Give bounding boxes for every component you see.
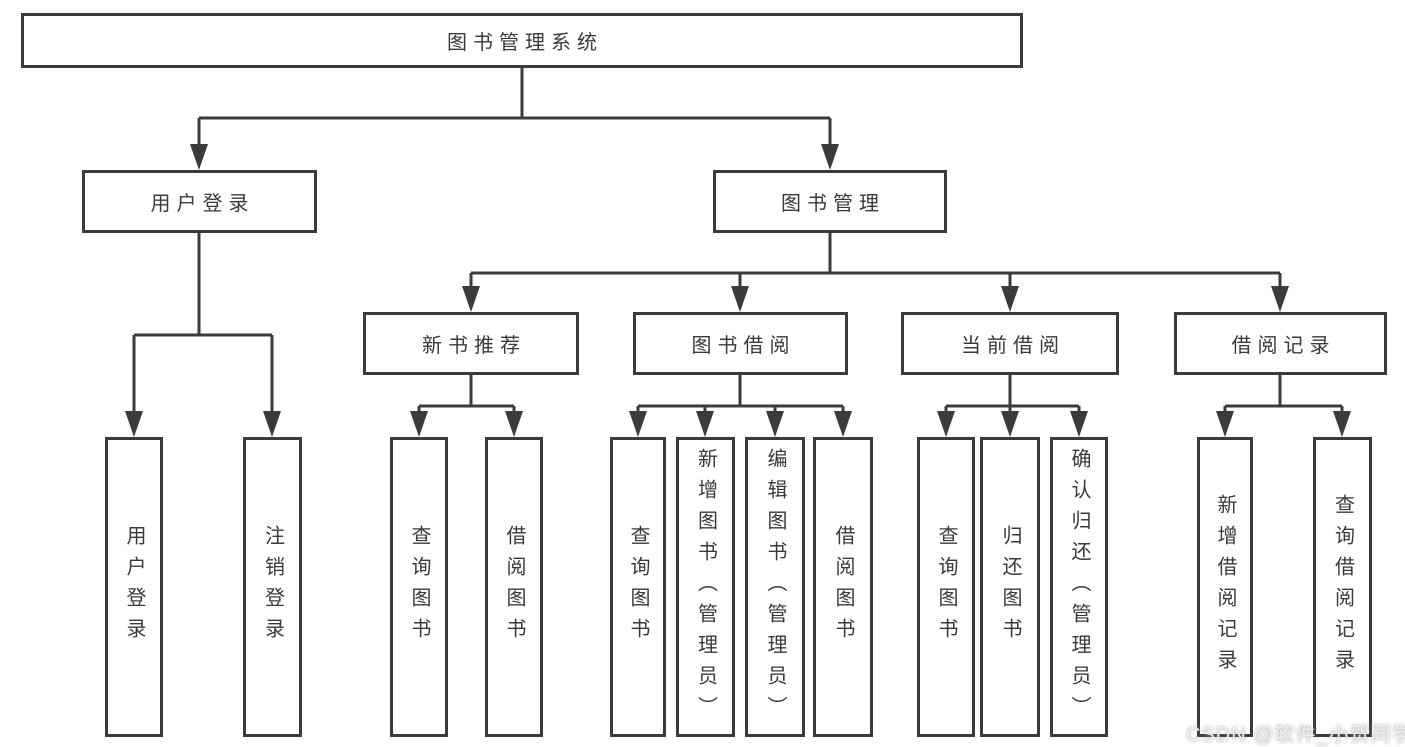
edge-book-mgmt-to-children [462, 233, 1289, 312]
node-leaf-edit-book-admin-label: 编辑图书（管理员） [764, 447, 786, 727]
node-leaf-query-books-2: 查询图书 [610, 437, 666, 737]
node-leaf-query-books-1-label: 查询图书 [408, 525, 430, 649]
node-leaf-borrow-books-1: 借阅图书 [485, 437, 543, 737]
node-leaf-add-borrow-record-label: 新增借阅记录 [1214, 494, 1236, 680]
node-current-borrow: 当前借阅 [901, 312, 1119, 375]
node-leaf-borrow-books-1-label: 借阅图书 [503, 525, 525, 649]
node-borrow-records-label: 借阅记录 [1231, 335, 1336, 357]
node-new-book-recommend-label: 新书推荐 [422, 335, 526, 357]
node-user-login-label: 用户登录 [150, 193, 255, 215]
node-leaf-user-login-label: 用户登录 [123, 525, 145, 649]
node-leaf-query-books-3-label: 查询图书 [935, 525, 957, 649]
edge-user-login-to-children [125, 233, 281, 437]
edge-current-borrow-to-children [937, 375, 1088, 437]
node-leaf-query-books-2-label: 查询图书 [627, 525, 649, 649]
node-root-label: 图书管理系统 [447, 32, 603, 54]
node-leaf-add-book-admin-label: 新增图书（管理员） [694, 447, 717, 727]
node-leaf-borrow-books-2-label: 借阅图书 [832, 525, 854, 649]
node-leaf-logout-label: 注销登录 [261, 525, 284, 649]
node-leaf-return-book: 归还图书 [980, 437, 1040, 737]
node-current-borrow-label: 当前借阅 [961, 335, 1065, 357]
node-leaf-confirm-return-admin-label: 确认归还（管理员） [1068, 447, 1090, 727]
node-borrow-records: 借阅记录 [1174, 312, 1387, 375]
node-leaf-query-books-1: 查询图书 [390, 437, 448, 737]
node-leaf-borrow-books-2: 借阅图书 [813, 437, 873, 737]
node-leaf-add-book-admin: 新增图书（管理员） [676, 437, 735, 737]
node-leaf-query-borrow-record-label: 查询借阅记录 [1331, 494, 1354, 680]
node-leaf-edit-book-admin: 编辑图书（管理员） [745, 437, 805, 737]
node-leaf-return-book-label: 归还图书 [999, 525, 1021, 649]
node-book-borrow-label: 图书借阅 [691, 335, 796, 357]
csdn-watermark: CSDN @软件_小贺同学 [1186, 724, 1405, 746]
edge-book-borrow-to-children [629, 375, 852, 437]
node-new-book-recommend: 新书推荐 [363, 312, 579, 375]
node-leaf-confirm-return-admin: 确认归还（管理员） [1050, 437, 1108, 737]
node-leaf-logout: 注销登录 [243, 437, 302, 737]
node-root: 图书管理系统 [21, 13, 1023, 68]
node-book-mgmt-label: 图书管理 [781, 193, 885, 215]
edge-root-to-children [190, 68, 839, 170]
node-book-mgmt: 图书管理 [713, 170, 947, 233]
node-leaf-add-borrow-record: 新增借阅记录 [1197, 437, 1253, 737]
edge-borrow-records-to-children [1216, 375, 1351, 437]
node-user-login: 用户登录 [82, 170, 317, 233]
node-book-borrow: 图书借阅 [633, 312, 848, 375]
node-leaf-user-login: 用户登录 [105, 437, 163, 737]
node-leaf-query-borrow-record: 查询借阅记录 [1313, 437, 1372, 737]
edge-new-book-recommend-to-children [410, 375, 523, 437]
node-leaf-query-books-3: 查询图书 [917, 437, 975, 737]
